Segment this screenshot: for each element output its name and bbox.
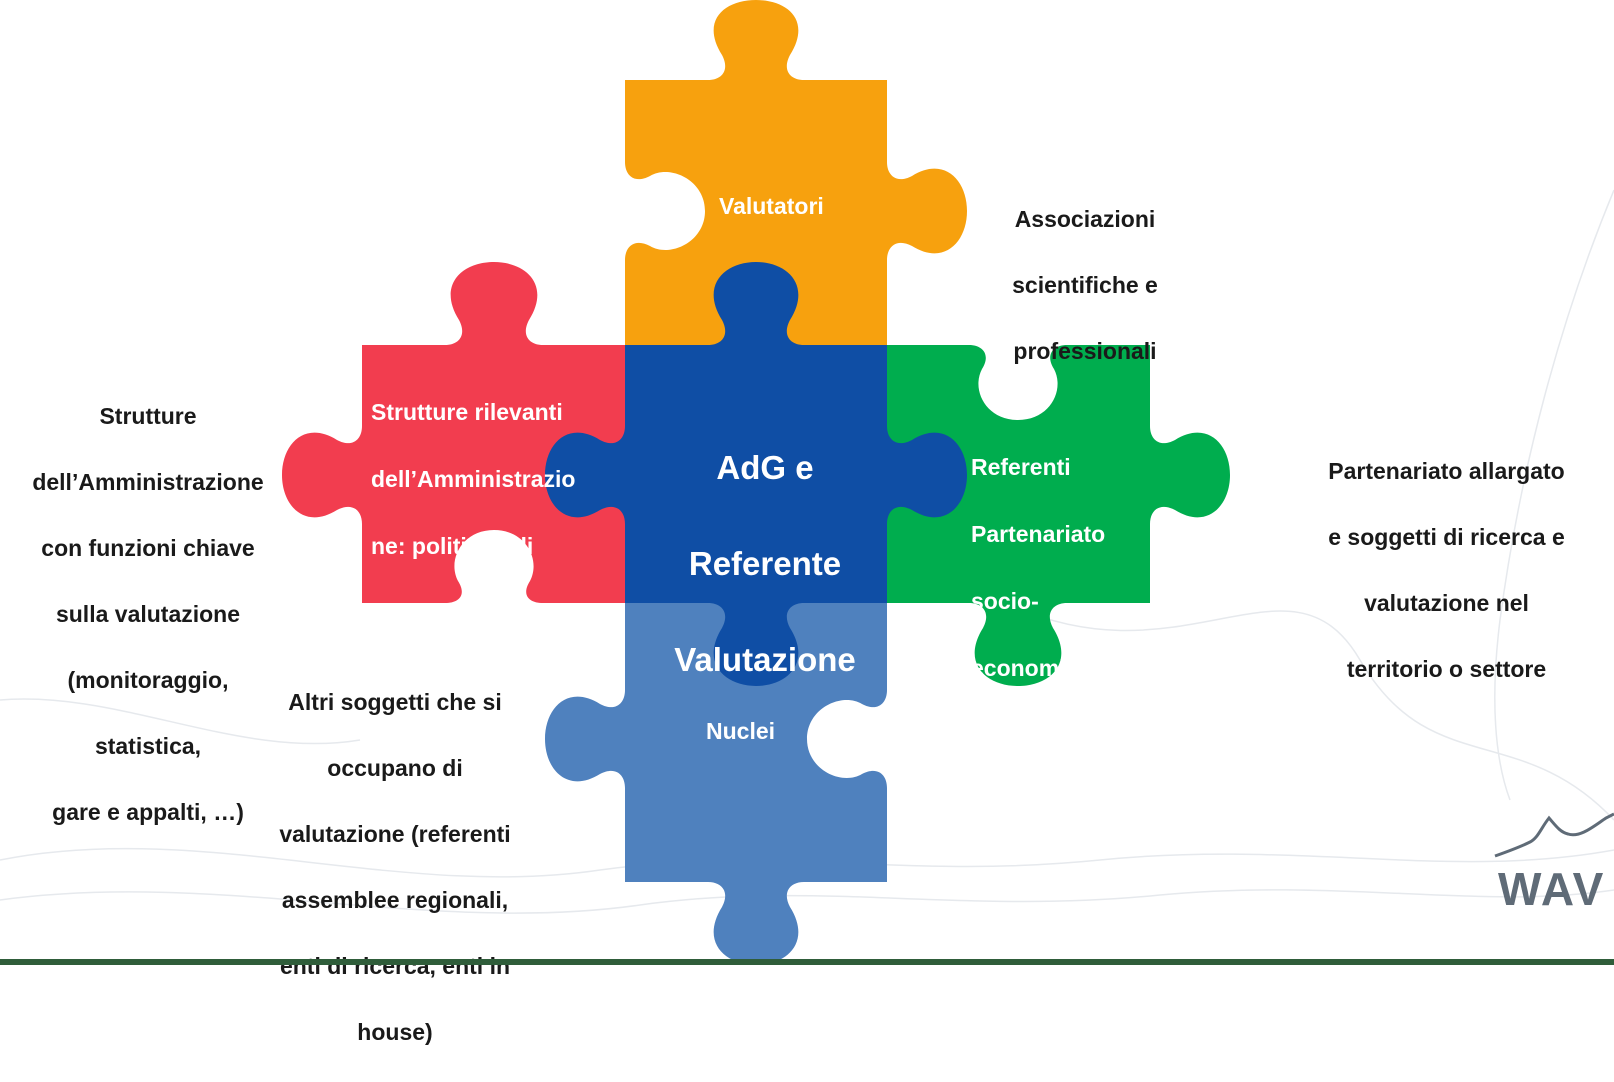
referenti-line: socio- bbox=[971, 587, 1039, 614]
altri-soggetti-line: house) bbox=[357, 1019, 433, 1045]
partenariato-line: territorio o settore bbox=[1346, 656, 1547, 682]
wav-logo-waveform bbox=[1494, 812, 1614, 858]
strutture-amm-line: dell’Amministrazione bbox=[32, 469, 264, 495]
strutture-rilevanti-line: coesione, settori, bbox=[371, 599, 561, 626]
strutture-rilevanti-label: Strutture rilevanti dell’Amministrazio n… bbox=[371, 362, 575, 798]
piece-center bbox=[545, 262, 967, 686]
center-line: Referente bbox=[688, 545, 842, 582]
altri-soggetti-label: Altri soggetti che si occupano di valuta… bbox=[245, 653, 545, 1082]
piece-valutatori bbox=[625, 0, 967, 345]
strutture-amm-line: con funzioni chiave bbox=[41, 535, 255, 561]
referenti-line: economico bbox=[971, 654, 1093, 681]
referenti-line: Referenti bbox=[971, 453, 1071, 480]
diagram-stage: Valutatori Strutture rilevanti dell’Ammi… bbox=[0, 0, 1614, 1045]
associazioni-line: professionali bbox=[1013, 338, 1157, 364]
associazioni-label: Associazioni scientifiche e professional… bbox=[975, 170, 1195, 401]
partenariato-line: valutazione nel bbox=[1364, 590, 1529, 616]
strutture-rilevanti-line: dell’Amministrazio bbox=[371, 465, 576, 492]
center-line: Valutazione bbox=[674, 641, 856, 678]
bottom-bar bbox=[0, 959, 1614, 965]
altri-soggetti-line: Altri soggetti che si bbox=[288, 689, 502, 715]
altri-soggetti-line: assemblee regionali, bbox=[281, 887, 509, 913]
wav-logo bbox=[1494, 812, 1614, 858]
strutture-amm-line: Strutture bbox=[99, 403, 197, 429]
altri-soggetti-line: valutazione (referenti bbox=[279, 821, 511, 847]
strutture-amministrazione-label: Strutture dell’Amministrazione con funzi… bbox=[0, 367, 296, 862]
strutture-rilevanti-line: ne: politiche di bbox=[371, 532, 534, 559]
strutture-rilevanti-line: (PNRR) bbox=[371, 733, 452, 760]
strutture-amm-line: statistica, bbox=[94, 733, 202, 759]
center-line: AdG e bbox=[716, 449, 814, 486]
wav-logo-text: WAV bbox=[1498, 863, 1606, 915]
nuclei-label: Nuclei bbox=[706, 718, 776, 744]
background-lines bbox=[0, 189, 1614, 914]
strutture-rilevanti-line: altri programmi bbox=[371, 666, 540, 693]
altri-soggetti-line: occupano di bbox=[327, 755, 463, 781]
piece-referenti bbox=[887, 345, 1230, 686]
strutture-rilevanti-line: Strutture rilevanti bbox=[371, 398, 563, 425]
partenariato-label: Partenariato allargato e soggetti di ric… bbox=[1279, 422, 1614, 719]
partenariato-line: Partenariato allargato bbox=[1328, 458, 1565, 484]
valutatori-label: Valutatori bbox=[719, 193, 824, 219]
associazioni-line: scientifiche e bbox=[1012, 272, 1158, 298]
altri-soggetti-line: enti di ricerca, enti in bbox=[279, 953, 511, 979]
strutture-amm-line: gare e appalti, …) bbox=[52, 799, 244, 825]
referenti-label: Referenti Partenariato socio- economico … bbox=[971, 417, 1105, 786]
associazioni-line: Associazioni bbox=[1014, 206, 1156, 232]
referenti-line: Partenariato bbox=[971, 520, 1106, 547]
strutture-amm-line: sulla valutazione bbox=[55, 601, 241, 627]
strutture-amm-line: (monitoraggio, bbox=[67, 667, 229, 693]
partenariato-line: e soggetti di ricerca e bbox=[1328, 524, 1565, 550]
piece-strutture-rilevanti bbox=[282, 262, 625, 603]
piece-nuclei bbox=[545, 603, 887, 965]
center-label: AdG e Referente Valutazione bbox=[640, 396, 890, 732]
referenti-line: istituzionale bbox=[971, 721, 1104, 748]
puzzle-diagram bbox=[0, 0, 1614, 965]
